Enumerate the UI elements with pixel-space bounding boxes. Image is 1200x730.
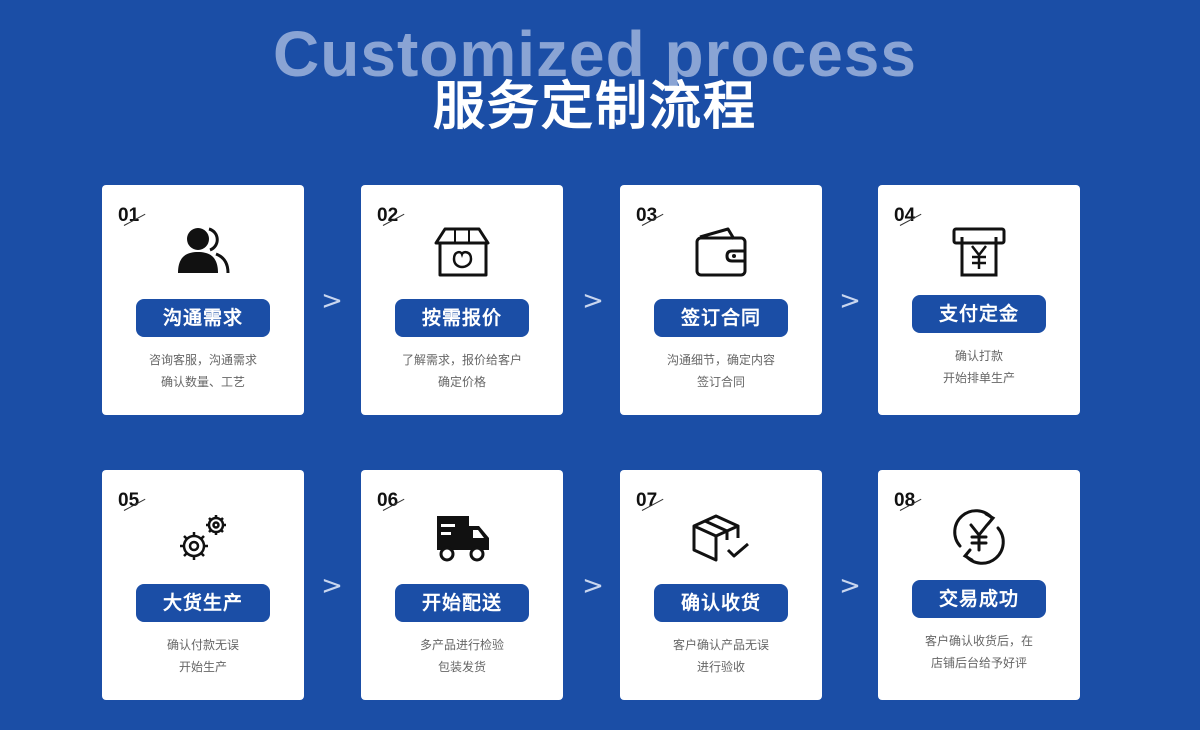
- delivery-truck-icon: [431, 508, 493, 566]
- yen-receipt-icon: [948, 223, 1010, 281]
- step-title: 支付定金: [912, 295, 1046, 333]
- step-description: 客户确认收货后，在 店铺后台给予好评: [924, 634, 1033, 670]
- step-arrow: >: [839, 286, 861, 316]
- title-chinese: 服务定制流程: [432, 77, 757, 137]
- step-number: 01: [118, 205, 140, 226]
- wallet-icon: [690, 223, 752, 281]
- step-description: 确认打款 开始排单生产: [942, 349, 1015, 385]
- step-description: 了解需求，报价给客户 确定价格: [401, 353, 522, 389]
- step-number: 07: [636, 490, 658, 511]
- step-arrow: >: [321, 286, 343, 316]
- step-description: 确认付款无误 开始生产: [166, 638, 239, 674]
- step-card-07: 07 确认收货 客户确认产品无误 进行验收: [620, 470, 822, 700]
- step-arrow: >: [582, 571, 604, 601]
- step-card-05: 05 大货生产 确认付款无误 开始生产: [102, 470, 304, 700]
- gears-icon: [172, 508, 234, 566]
- package-check-icon: [690, 508, 752, 566]
- step-title: 交易成功: [912, 580, 1046, 618]
- step-arrow: >: [582, 286, 604, 316]
- step-card-03: 03 签订合同 沟通细节，确定内容 签订合同: [620, 185, 822, 415]
- step-number: 08: [894, 490, 916, 511]
- step-arrow: >: [839, 571, 861, 601]
- box-icon: [431, 223, 493, 281]
- step-number: 03: [636, 205, 658, 226]
- step-title: 大货生产: [136, 584, 270, 622]
- step-title: 确认收货: [654, 584, 788, 622]
- step-number: 04: [894, 205, 916, 226]
- users-icon: [172, 223, 234, 281]
- step-description: 沟通细节，确定内容 签订合同: [666, 353, 775, 389]
- step-description: 多产品进行检验 包装发货: [419, 638, 504, 674]
- step-title: 签订合同: [654, 299, 788, 337]
- step-title: 沟通需求: [136, 299, 270, 337]
- yen-cycle-icon: [948, 508, 1010, 566]
- step-card-02: 02 按需报价 了解需求，报价给客户 确定价格: [361, 185, 563, 415]
- step-card-04: 04 支付定金 确认打款 开始排单生产: [878, 185, 1080, 415]
- title-english: Customized process: [273, 18, 917, 90]
- step-number: 02: [377, 205, 399, 226]
- step-arrow: >: [321, 571, 343, 601]
- step-title: 开始配送: [395, 584, 529, 622]
- step-description: 客户确认产品无误 进行验收: [672, 638, 769, 674]
- step-card-01: 01 沟通需求 咨询客服，沟通需求 确认数量、工艺: [102, 185, 304, 415]
- step-number: 06: [377, 490, 399, 511]
- step-title: 按需报价: [395, 299, 529, 337]
- step-card-06: 06 开始配送 多产品进行检验 包装发货: [361, 470, 563, 700]
- step-card-08: 08 交易成功 客户确认收货后，在 店铺后台给予好评: [878, 470, 1080, 700]
- step-number: 05: [118, 490, 140, 511]
- step-description: 咨询客服，沟通需求 确认数量、工艺: [148, 353, 257, 389]
